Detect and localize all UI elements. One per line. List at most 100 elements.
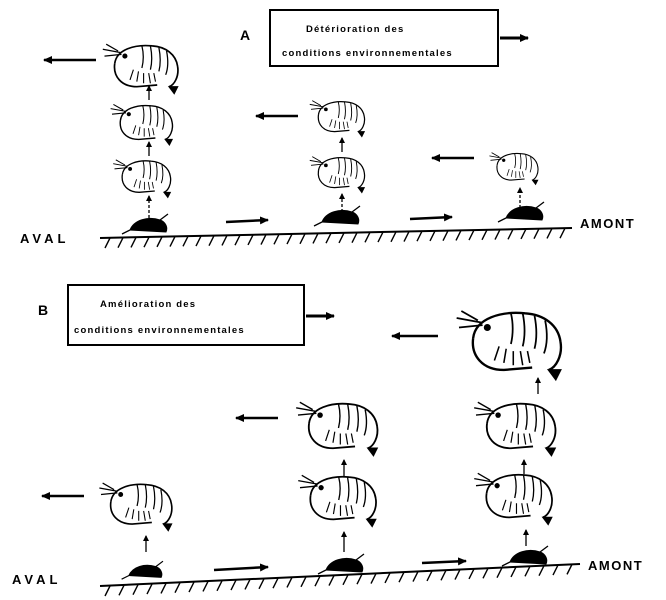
panel-a-shrimp-c1-mid (111, 104, 173, 145)
ground-hatch-mark (469, 230, 474, 240)
ground-hatch-mark (203, 581, 208, 591)
panel-b-shrimp-c3-mid (474, 402, 555, 455)
ground-hatch-mark (248, 235, 253, 245)
ground-hatch-mark (259, 579, 264, 589)
ground-hatch-mark (525, 566, 530, 576)
ground-hatch-mark (456, 230, 461, 240)
ground-hatch-mark (378, 232, 383, 242)
panel-b-box-line2: conditions environnementales (74, 325, 245, 336)
ground-hatch-mark (508, 229, 513, 239)
ground-hatch-mark (274, 234, 279, 244)
ground-hatch-mark (222, 235, 227, 245)
panel-b-right-label: AMONT (588, 558, 643, 573)
ground-hatch-mark (287, 234, 292, 244)
panel-b-juvenile-c3 (502, 546, 548, 566)
ground-hatch-mark (300, 234, 305, 244)
ground-hatch-mark (329, 576, 334, 586)
ground-hatch-mark (391, 232, 396, 242)
panel-b-ground-arrow-1 (214, 567, 268, 570)
panel-b-shrimp-c3-low (474, 473, 552, 524)
ground-hatch-mark (315, 576, 320, 586)
ground-hatch-mark (105, 586, 110, 596)
panel-a: A Détérioration des conditions environne… (20, 10, 635, 248)
ground-hatch-mark (209, 236, 214, 246)
ground-hatch-mark (175, 583, 180, 593)
panel-b-juvenile-c2 (318, 554, 364, 574)
ground-hatch-mark (567, 564, 572, 574)
ground-hatch-mark (313, 233, 318, 243)
ground-hatch-mark (371, 574, 376, 584)
ground-hatch-mark (170, 237, 175, 247)
ground-hatch-mark (352, 233, 357, 243)
ground-hatch-mark (133, 585, 138, 595)
ground-hatch-mark (365, 232, 370, 242)
panel-b-box-line1: Amélioration des (100, 299, 196, 310)
ground-hatch-mark (118, 238, 123, 248)
panel-b-shrimp-c1 (99, 483, 171, 531)
ground-hatch-mark (231, 580, 236, 590)
ground-hatch-mark (235, 235, 240, 245)
ground-hatch-mark (547, 228, 552, 238)
panel-a-juvenile-c2 (314, 206, 360, 226)
ground-hatch-mark (483, 568, 488, 578)
ground-hatch-mark (482, 230, 487, 240)
panel-a-right-label: AMONT (580, 216, 635, 231)
panel-a-shrimp-c2-low (310, 157, 365, 193)
ground-hatch-mark (553, 565, 558, 575)
ground-hatch-mark (539, 566, 544, 576)
ground-hatch-mark (217, 581, 222, 591)
panel-a-shrimp-c1-low (113, 160, 170, 198)
ground-hatch-mark (417, 231, 422, 241)
panel-a-ground-hatching (105, 228, 565, 248)
ground-hatch-mark (119, 585, 124, 595)
ground-hatch-mark (385, 573, 390, 583)
panel-b-letter: B (38, 302, 48, 318)
ground-hatch-mark (521, 229, 526, 239)
ground-hatch-mark (443, 231, 448, 241)
ground-hatch-mark (469, 569, 474, 579)
panel-b-shrimp-c3-top (457, 311, 561, 379)
panel-a-ground-arrow-2 (410, 217, 452, 219)
panel-a-juvenile-c3 (498, 202, 544, 222)
ground-hatch-mark (497, 568, 502, 578)
panel-a-shrimp-c2-mid (310, 101, 365, 137)
ground-hatch-mark (534, 229, 539, 239)
ground-hatch-mark (343, 575, 348, 585)
ground-hatch-mark (357, 574, 362, 584)
ground-hatch-mark (105, 238, 110, 248)
ground-hatch-mark (430, 231, 435, 241)
panel-b-shrimp-c2-top (296, 402, 377, 455)
ground-hatch-mark (287, 577, 292, 587)
ground-hatch-mark (147, 584, 152, 594)
ground-hatch-mark (399, 572, 404, 582)
ground-hatch-mark (189, 582, 194, 592)
ground-hatch-mark (495, 230, 500, 240)
panel-a-shrimp-c1-top (103, 44, 178, 93)
ground-hatch-mark (131, 237, 136, 247)
panel-b-juvenile-c1 (122, 561, 163, 579)
ground-hatch-mark (144, 237, 149, 247)
ground-hatch-mark (339, 233, 344, 243)
ground-hatch-mark (511, 567, 516, 577)
panel-a-shrimp-c3 (489, 153, 538, 185)
panel-b-ground-arrow-2 (422, 561, 466, 563)
ground-hatch-mark (455, 570, 460, 580)
ground-hatch-mark (301, 577, 306, 587)
ground-hatch-mark (427, 571, 432, 581)
ground-hatch-mark (326, 233, 331, 243)
panel-b-left-label: AVAL (12, 572, 61, 587)
ground-hatch-mark (560, 228, 565, 238)
ground-hatch-mark (413, 572, 418, 582)
panel-a-box-line1: Détérioration des (306, 24, 405, 35)
panel-a-ground-line (100, 228, 572, 238)
panel-b: B Amélioration des conditions environnem… (12, 285, 643, 596)
panel-a-ground-arrow-1 (226, 220, 268, 222)
ground-hatch-mark (261, 235, 266, 245)
ground-hatch-mark (441, 570, 446, 580)
ground-hatch-mark (273, 578, 278, 588)
ground-hatch-mark (404, 232, 409, 242)
panel-a-juvenile-c1 (122, 214, 168, 234)
ground-hatch-mark (157, 237, 162, 247)
panel-a-letter: A (240, 27, 250, 43)
ground-hatch-mark (183, 236, 188, 246)
